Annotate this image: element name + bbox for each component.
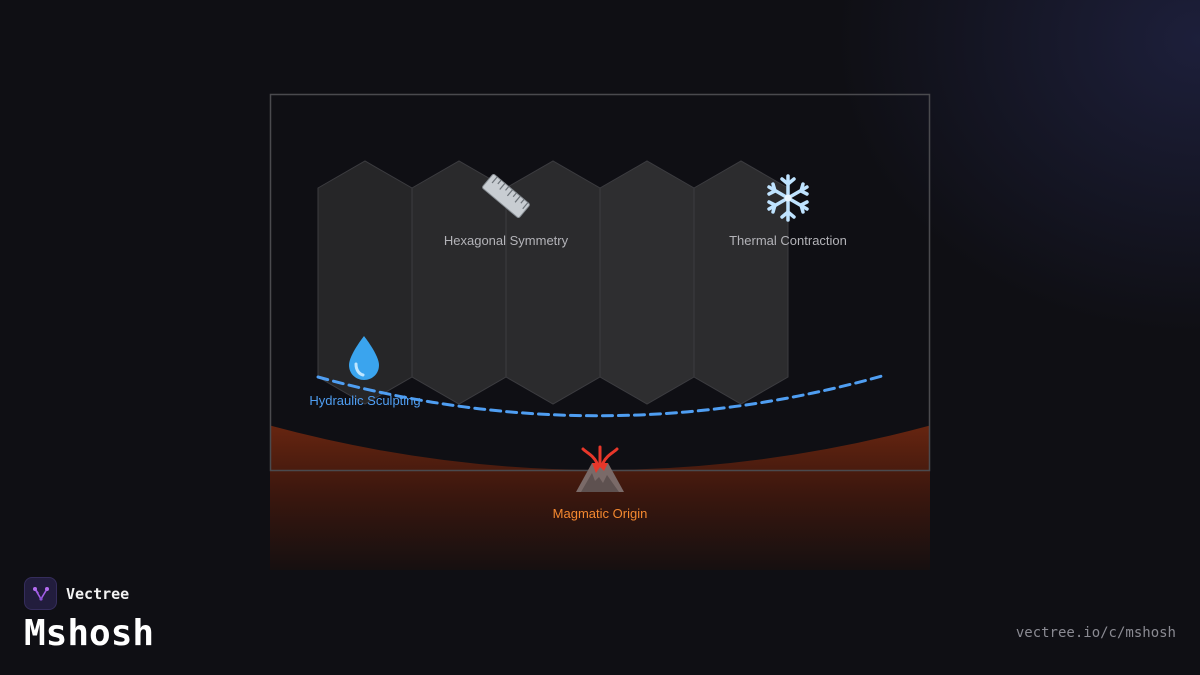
page-title: Mshosh [24,613,155,654]
basalt-column-5 [693,160,789,405]
ruler-icon [478,168,534,232]
magmatic-origin-label: Magmatic Origin [552,506,648,521]
magma-layer [270,425,930,570]
brand-name: Vectree [66,584,130,603]
hydraulic-sculpting-label: Hydraulic Sculpting [309,393,421,408]
vectree-logo-icon [24,577,57,610]
basalt-columns [317,160,789,405]
source-url: vectree.io/c/mshosh [1015,625,1176,641]
thermal-contraction-label: Thermal Contraction [729,233,847,248]
hexagonal-symmetry-label: Hexagonal Symmetry [443,233,569,248]
hydraulic-erosion-curve [316,374,884,418]
basalt-column-4 [599,160,695,405]
water-drop-icon [344,333,384,391]
snowflake-icon [763,173,813,231]
brand-block: Vectree Mshosh [24,577,154,654]
volcano-icon [573,445,627,503]
